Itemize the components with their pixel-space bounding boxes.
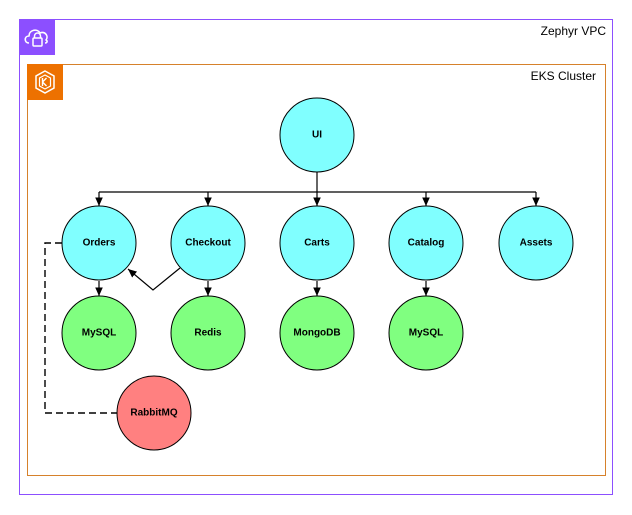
orders-label: Orders xyxy=(83,238,116,249)
node-mongodb[interactable]: MongoDB xyxy=(279,295,355,371)
eks-cluster-label: EKS Cluster xyxy=(530,69,596,83)
node-catalog-mysql[interactable]: MySQL xyxy=(388,295,464,371)
orders-mysql-circle xyxy=(61,295,137,371)
node-checkout[interactable]: Checkout xyxy=(170,205,246,281)
checkout-circle xyxy=(170,205,246,281)
eks-cluster-boundary xyxy=(27,64,606,476)
node-ui[interactable]: UI xyxy=(279,97,355,173)
carts-label: Carts xyxy=(304,238,330,249)
orders-rabbitmq-dashed-link xyxy=(44,242,118,414)
catalog-mysql-label: MySQL xyxy=(409,328,443,339)
ui-label: UI xyxy=(312,130,322,141)
catalog-label: Catalog xyxy=(408,238,445,249)
node-assets[interactable]: Assets xyxy=(498,205,574,281)
mongodb-circle xyxy=(279,295,355,371)
checkout-to-orders-edge xyxy=(127,267,181,291)
orders-circle xyxy=(61,205,137,281)
rabbitmq-label: RabbitMQ xyxy=(130,408,177,419)
rabbitmq-circle xyxy=(116,375,192,451)
assets-label: Assets xyxy=(520,238,553,249)
vpc-boundary xyxy=(19,19,613,495)
redis-circle xyxy=(170,295,246,371)
mongodb-label: MongoDB xyxy=(293,328,340,339)
catalog-circle xyxy=(388,205,464,281)
assets-circle xyxy=(498,205,574,281)
orders-mysql-label: MySQL xyxy=(82,328,116,339)
catalog-mysql-circle xyxy=(388,295,464,371)
node-carts[interactable]: Carts xyxy=(279,205,355,281)
vpc-lock-icon xyxy=(19,19,55,55)
node-catalog[interactable]: Catalog xyxy=(388,205,464,281)
node-redis[interactable]: Redis xyxy=(170,295,246,371)
redis-label: Redis xyxy=(194,328,222,339)
eks-icon xyxy=(27,64,63,100)
checkout-label: Checkout xyxy=(185,238,231,249)
node-orders-mysql[interactable]: MySQL xyxy=(61,295,137,371)
vpc-label: Zephyr VPC xyxy=(540,24,606,38)
ui-circle xyxy=(279,97,355,173)
node-orders[interactable]: Orders xyxy=(61,205,137,281)
node-rabbitmq[interactable]: RabbitMQ xyxy=(116,375,192,451)
carts-circle xyxy=(279,205,355,281)
